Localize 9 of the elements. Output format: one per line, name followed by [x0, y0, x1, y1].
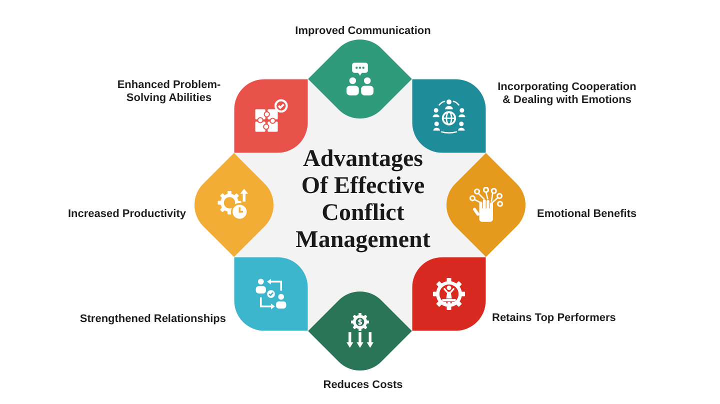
advantage-label: Strengthened Relationships	[80, 313, 226, 326]
advantage-label: Emotional Benefits	[537, 208, 637, 221]
advantage-label: Incorporating Cooperation & Dealing with Emotions	[496, 81, 638, 107]
advantage-label: Improved Communication	[295, 25, 431, 38]
title-heading: Advantages Of Effective Conflict Management	[294, 146, 432, 254]
advantage-label: Retains Top Performers	[492, 312, 616, 325]
advantage-label: Enhanced Problem-Solving Abilities	[116, 79, 222, 105]
advantage-label: Reduces Costs	[323, 379, 403, 392]
advantage-label: Increased Productivity	[68, 208, 186, 221]
